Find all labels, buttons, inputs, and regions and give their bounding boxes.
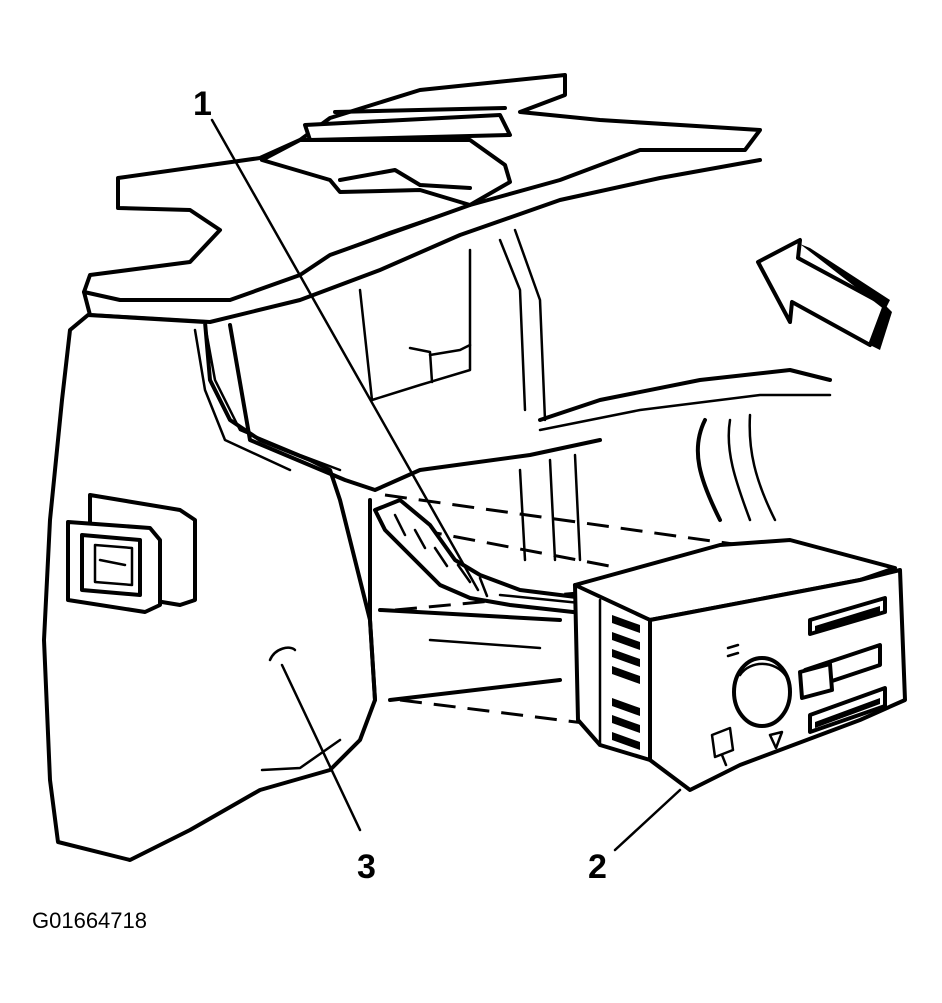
callout-2: 2	[588, 848, 607, 886]
control-cavity	[228, 228, 832, 702]
view-direction-arrow	[756, 238, 892, 350]
callout-1: 1	[193, 85, 212, 123]
defroster-vent	[260, 106, 512, 207]
heater-control-module	[573, 538, 907, 792]
dashboard-upper-panel	[82, 73, 762, 324]
side-air-vent	[66, 493, 197, 614]
figure-id: G01664718	[32, 908, 147, 933]
callout-3: 3	[357, 848, 376, 886]
leader-lines	[210, 118, 682, 852]
